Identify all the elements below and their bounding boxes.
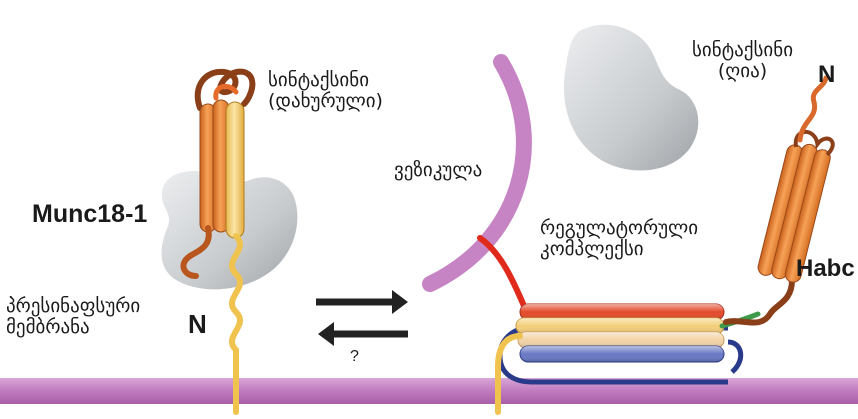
label-presynaptic-line2: მემბრანა <box>6 317 140 338</box>
label-syntaxin-closed-line1: სინტაქსინი <box>268 70 383 91</box>
equilibrium-arrows <box>316 290 408 346</box>
label-regulatory-complex: რეგულატორული კომპლექსი <box>540 218 698 261</box>
label-regulatory-line1: რეგულატორული <box>540 218 698 239</box>
label-question-mark: ? <box>350 348 359 366</box>
label-syntaxin-closed-line2: (დახურული) <box>268 91 383 112</box>
label-syntaxin-open: სინტაქსინი (ღია) <box>692 40 793 83</box>
label-munc18: Munc18-1 <box>32 200 147 228</box>
label-regulatory-line2: კომპლექსი <box>540 239 698 260</box>
presynaptic-membrane <box>0 378 858 404</box>
label-vesicle: ვეზიკულა <box>394 160 482 181</box>
label-n-terminal-left: N <box>188 310 207 339</box>
label-syntaxin-open-line2: (ღია) <box>692 61 793 82</box>
label-n-terminal-right: N <box>818 62 835 89</box>
snare-complex-bundle <box>516 304 724 362</box>
label-syntaxin-closed: სინტაქსინი (დახურული) <box>268 70 383 113</box>
label-presynaptic-membrane: პრესინაფსური მემბრანა <box>6 296 140 339</box>
label-presynaptic-line1: პრესინაფსური <box>6 296 140 317</box>
munc18-free <box>564 25 698 171</box>
syntaxin-closed-helices <box>200 100 244 238</box>
label-syntaxin-open-line1: სინტაქსინი <box>692 40 793 61</box>
label-habc: Habc <box>796 256 855 283</box>
